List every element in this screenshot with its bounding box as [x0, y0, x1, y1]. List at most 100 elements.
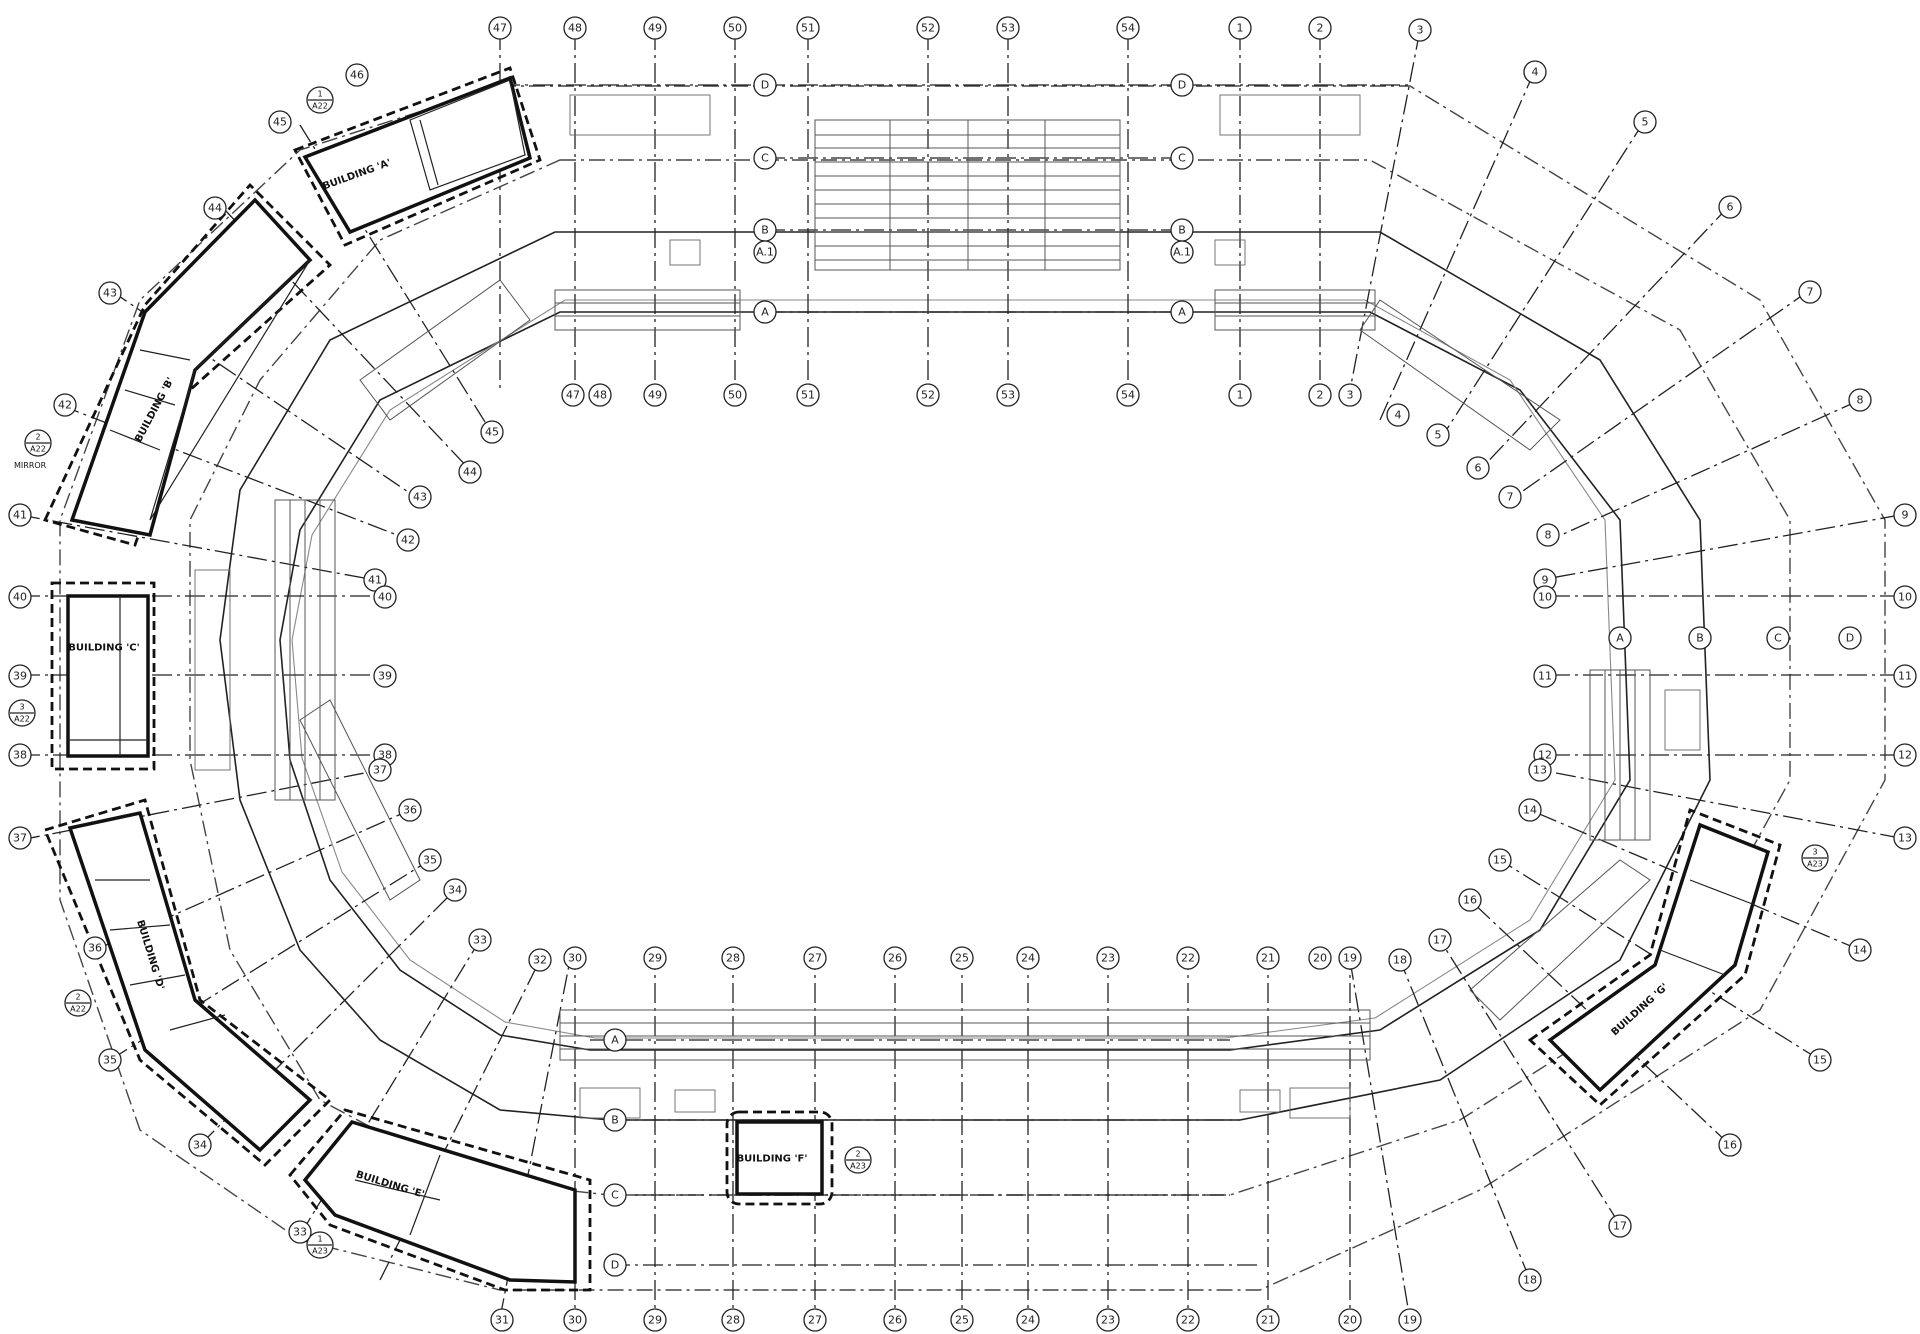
grid-bubble-right-4: 4: [1523, 60, 1547, 84]
svg-text:54: 54: [1121, 389, 1135, 402]
svg-text:45: 45: [485, 426, 499, 439]
grid-bubble-bottom-end-28: 28: [721, 1308, 745, 1332]
section-ref-2-a23: 2 A23: [844, 1146, 872, 1174]
svg-text:42: 42: [401, 534, 415, 547]
grid-bubble-bottom-row-B: B: [603, 1108, 627, 1132]
grid-bubble-row-right-C: C: [1170, 146, 1194, 170]
svg-text:25: 25: [955, 1314, 969, 1327]
grid-bubble-top-inner-47: 47: [561, 383, 585, 407]
grid-bubble-top-inner-48: 48: [588, 383, 612, 407]
section-ref-1-a23: 1 A23: [306, 1231, 334, 1259]
grid-bubble-top-inner-49: 49: [643, 383, 667, 407]
svg-text:29: 29: [648, 1314, 662, 1327]
svg-text:B: B: [611, 1114, 619, 1127]
svg-text:2: 2: [855, 1150, 860, 1159]
svg-text:10: 10: [1538, 591, 1552, 604]
svg-text:37: 37: [373, 764, 387, 777]
svg-text:18: 18: [1523, 1274, 1537, 1287]
grid-bubble-left-38: 38: [8, 743, 32, 767]
grid-bubble-bottom-end-27: 27: [803, 1308, 827, 1332]
grid-bubble-right-row-B: B: [1688, 626, 1712, 650]
grid-bubble-top-inner-50: 50: [723, 383, 747, 407]
svg-text:12: 12: [1538, 749, 1552, 762]
svg-text:2: 2: [75, 993, 80, 1002]
svg-text:21: 21: [1261, 1314, 1275, 1327]
grid-bubble-top-52: 52: [916, 16, 940, 40]
grid-bubble-bottom-29: 29: [643, 946, 667, 970]
svg-text:51: 51: [801, 389, 815, 402]
grid-bubble-right-inner-4: 4: [1386, 403, 1410, 427]
grid-bubble-bottom-end-29: 29: [643, 1308, 667, 1332]
grid-bubble-left-inner-41: 41: [363, 568, 387, 592]
svg-text:34: 34: [448, 884, 462, 897]
grid-bubble-bottom-end-19: 19: [1398, 1308, 1422, 1332]
grid-bubble-right-inner-14: 14: [1518, 798, 1542, 822]
svg-text:24: 24: [1021, 1314, 1035, 1327]
svg-text:A22: A22: [70, 1005, 86, 1014]
grid-bubble-right-inner-17: 17: [1428, 928, 1452, 952]
svg-text:31: 31: [495, 1314, 509, 1327]
grid-bubble-left-inner-39: 39: [373, 664, 397, 688]
svg-text:A23: A23: [850, 1162, 866, 1171]
grid-bubble-bottom-end-26: 26: [883, 1308, 907, 1332]
svg-text:1: 1: [1237, 22, 1244, 35]
grid-bubble-left-inner-36: 36: [398, 798, 422, 822]
svg-text:2: 2: [1317, 389, 1324, 402]
svg-text:50: 50: [728, 389, 742, 402]
svg-text:17: 17: [1433, 934, 1447, 947]
building-c-label: BUILDING 'C': [68, 643, 139, 654]
grid-bubble-top-48: 48: [563, 16, 587, 40]
svg-text:A: A: [1178, 306, 1186, 319]
building-f: BUILDING 'F': [725, 1110, 834, 1206]
svg-text:48: 48: [568, 22, 582, 35]
top-grid-lines: [499, 29, 1421, 391]
svg-text:41: 41: [13, 509, 27, 522]
grid-bubble-left-44: 44: [203, 196, 227, 220]
grid-bubble-right-6: 6: [1718, 195, 1742, 219]
grid-bubble-top-3: 3: [1408, 18, 1432, 42]
svg-text:D: D: [1846, 632, 1854, 645]
svg-text:A23: A23: [312, 1247, 328, 1256]
grid-bubble-row-left-C: C: [753, 146, 777, 170]
grid-bubble-left-33: 33: [288, 1220, 312, 1244]
grid-bubble-left-35: 35: [98, 1048, 122, 1072]
grid-bubble-right-18: 18: [1518, 1268, 1542, 1292]
bottom-grid-lines: [574, 950, 1411, 1321]
svg-text:C: C: [611, 1189, 619, 1202]
grid-bubble-bottom-27: 27: [803, 946, 827, 970]
grid-bubble-right-11: 11: [1893, 664, 1917, 688]
svg-text:30: 30: [568, 1314, 582, 1327]
grid-bubble-bottom-row-C: C: [603, 1183, 627, 1207]
svg-text:13: 13: [1533, 764, 1547, 777]
grid-bubble-left-inner-40: 40: [373, 585, 397, 609]
svg-text:C: C: [1178, 152, 1186, 165]
svg-text:26: 26: [888, 1314, 902, 1327]
section-ref-2-a22-lower: 2 A22: [64, 989, 92, 1017]
svg-text:B: B: [761, 224, 769, 237]
grid-bubble-bottom-end-20: 20: [1338, 1308, 1362, 1332]
grid-bubble-row-right-A.1: A.1: [1170, 240, 1194, 264]
svg-text:23: 23: [1101, 1314, 1115, 1327]
grid-bubble-top-inner-1: 1: [1228, 383, 1252, 407]
svg-text:A22: A22: [14, 715, 30, 724]
grid-bubble-top-inner-54: 54: [1116, 383, 1140, 407]
svg-text:3: 3: [1417, 24, 1424, 37]
svg-text:47: 47: [493, 22, 507, 35]
grid-bubble-top-inner-53: 53: [996, 383, 1020, 407]
svg-text:27: 27: [808, 952, 822, 965]
grid-bubble-right-16: 16: [1718, 1133, 1742, 1157]
svg-text:11: 11: [1898, 670, 1912, 683]
grid-bubble-bottom-row-D: D: [603, 1253, 627, 1277]
seating-bands: [194, 279, 1701, 1119]
grid-ring-a: [279, 311, 1631, 1051]
grid-bubble-right-inner-16: 16: [1458, 888, 1482, 912]
svg-text:A22: A22: [312, 102, 328, 111]
svg-text:36: 36: [88, 942, 102, 955]
svg-text:1: 1: [317, 1235, 322, 1244]
building-c: BUILDING 'C': [50, 581, 156, 771]
svg-text:46: 46: [350, 69, 364, 82]
svg-text:36: 36: [403, 804, 417, 817]
grid-bubble-left-34: 34: [188, 1133, 212, 1157]
svg-text:40: 40: [378, 591, 392, 604]
svg-text:6: 6: [1475, 462, 1482, 475]
